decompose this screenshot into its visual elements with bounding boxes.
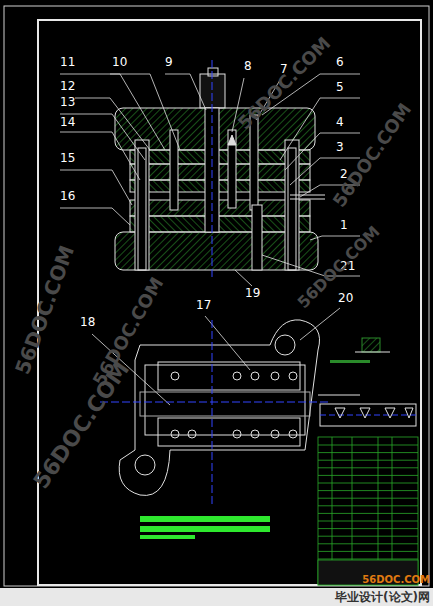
callout-number: 14 [60,116,75,128]
callout-number: 20 [338,292,353,304]
footer-band [0,588,433,606]
inner-frame [38,20,421,585]
callout-number: 3 [336,141,344,153]
callout-number: 18 [80,316,95,328]
callout-number: 16 [60,190,75,202]
callout-number: 13 [60,96,75,108]
callout-number: 8 [244,60,252,72]
callout-number: 5 [336,81,344,93]
title-block [318,437,418,585]
callout-number: 4 [336,116,344,128]
site-logo: 毕业设计(论文)网 [335,591,430,603]
callout-number: 11 [60,56,75,68]
leader-lines [60,74,360,405]
detail-views [318,338,416,426]
outer-frame [4,6,429,586]
callout-number: 6 [336,56,344,68]
callout-number: 12 [60,80,75,92]
site-logo: 56DOC.COM [362,575,430,585]
technical-notes [140,516,270,539]
callout-number: 19 [245,287,260,299]
callout-number: 17 [196,299,211,311]
callout-number: 10 [112,56,127,68]
callout-number: 15 [60,152,75,164]
plan-view [100,320,330,505]
callout-number: 9 [165,56,173,68]
callout-number: 1 [340,219,348,231]
